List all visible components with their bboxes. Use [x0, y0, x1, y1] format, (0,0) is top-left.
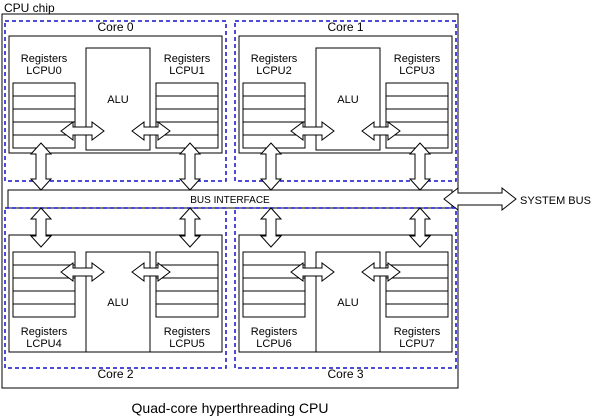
bus-arrow-left — [259, 207, 283, 248]
register-title-right: Registers — [394, 326, 441, 338]
register-row — [242, 251, 306, 266]
register-stack-right — [385, 251, 449, 318]
bus-arrow-right — [178, 142, 202, 191]
right-alu-arrow — [361, 121, 401, 141]
bus-arrow-left — [29, 207, 53, 248]
right-alu-arrow — [361, 262, 401, 282]
core-border — [4, 207, 227, 369]
register-stack-right — [155, 251, 219, 318]
left-alu-arrow — [60, 262, 105, 282]
register-row — [12, 251, 76, 266]
register-row — [155, 82, 219, 97]
register-row — [385, 290, 449, 305]
register-title-right: Registers — [164, 53, 211, 65]
alu-label: ALU — [107, 94, 128, 106]
register-row — [12, 108, 76, 123]
register-row — [155, 303, 219, 318]
register-row — [242, 277, 306, 292]
register-title-right: Registers — [164, 326, 211, 338]
left-alu-arrow — [290, 262, 335, 282]
register-row — [155, 108, 219, 123]
register-name-right: LCPU7 — [399, 338, 434, 350]
bus-arrow-right — [408, 207, 432, 248]
core-label: Core 0 — [97, 20, 133, 34]
register-stack-right — [155, 82, 219, 149]
register-title-left: Registers — [251, 326, 298, 338]
cpu-chip-label: CPU chip — [4, 1, 55, 15]
register-title-right: Registers — [394, 53, 441, 65]
register-row — [242, 303, 306, 318]
register-title-left: Registers — [251, 53, 298, 65]
register-title-left: Registers — [21, 53, 68, 65]
register-row — [385, 108, 449, 123]
register-row — [12, 95, 76, 110]
register-row — [12, 290, 76, 305]
alu-label: ALU — [107, 297, 128, 309]
register-name-left: LCPU4 — [26, 338, 61, 350]
right-alu-arrow — [131, 262, 171, 282]
register-row — [385, 277, 449, 292]
register-row — [385, 95, 449, 110]
register-name-right: LCPU5 — [169, 338, 204, 350]
core-border — [4, 20, 227, 182]
register-stack-left — [12, 82, 76, 149]
register-title-left: Registers — [21, 326, 68, 338]
register-name-left: LCPU2 — [256, 65, 291, 77]
register-name-left: LCPU0 — [26, 65, 61, 77]
left-alu-arrow — [60, 121, 105, 141]
register-name-left: LCPU6 — [256, 338, 291, 350]
register-row — [12, 303, 76, 318]
core-border — [234, 207, 457, 369]
register-row — [12, 277, 76, 292]
register-name-right: LCPU3 — [399, 65, 434, 77]
register-row — [385, 251, 449, 266]
core-label: Core 1 — [327, 20, 363, 34]
register-stack-right — [385, 82, 449, 149]
register-row — [12, 82, 76, 97]
right-alu-arrow — [131, 121, 171, 141]
left-alu-arrow — [290, 121, 335, 141]
bus-arrow-left — [259, 142, 283, 191]
core-border — [234, 20, 457, 182]
register-row — [155, 290, 219, 305]
register-name-right: LCPU1 — [169, 65, 204, 77]
register-row — [385, 303, 449, 318]
register-row — [242, 95, 306, 110]
register-row — [242, 290, 306, 305]
system-bus-label: SYSTEM BUS — [520, 195, 591, 207]
register-row — [242, 82, 306, 97]
bus-interface-label: BUS INTERFACE — [190, 195, 270, 206]
alu-label: ALU — [337, 297, 358, 309]
bus-arrow-left — [29, 142, 53, 191]
register-row — [155, 95, 219, 110]
register-stack-left — [12, 251, 76, 318]
core-label: Core 2 — [97, 367, 133, 381]
register-row — [155, 277, 219, 292]
alu-label: ALU — [337, 94, 358, 106]
register-row — [155, 251, 219, 266]
register-stack-left — [242, 82, 306, 149]
register-stack-left — [242, 251, 306, 318]
register-row — [385, 82, 449, 97]
bus-arrow-right — [178, 207, 202, 248]
bus-arrow-right — [408, 142, 432, 191]
system-bus-arrow — [443, 186, 517, 212]
core-label: Core 3 — [327, 367, 363, 381]
register-row — [242, 108, 306, 123]
diagram-caption: Quad-core hyperthreading CPU — [132, 400, 329, 416]
